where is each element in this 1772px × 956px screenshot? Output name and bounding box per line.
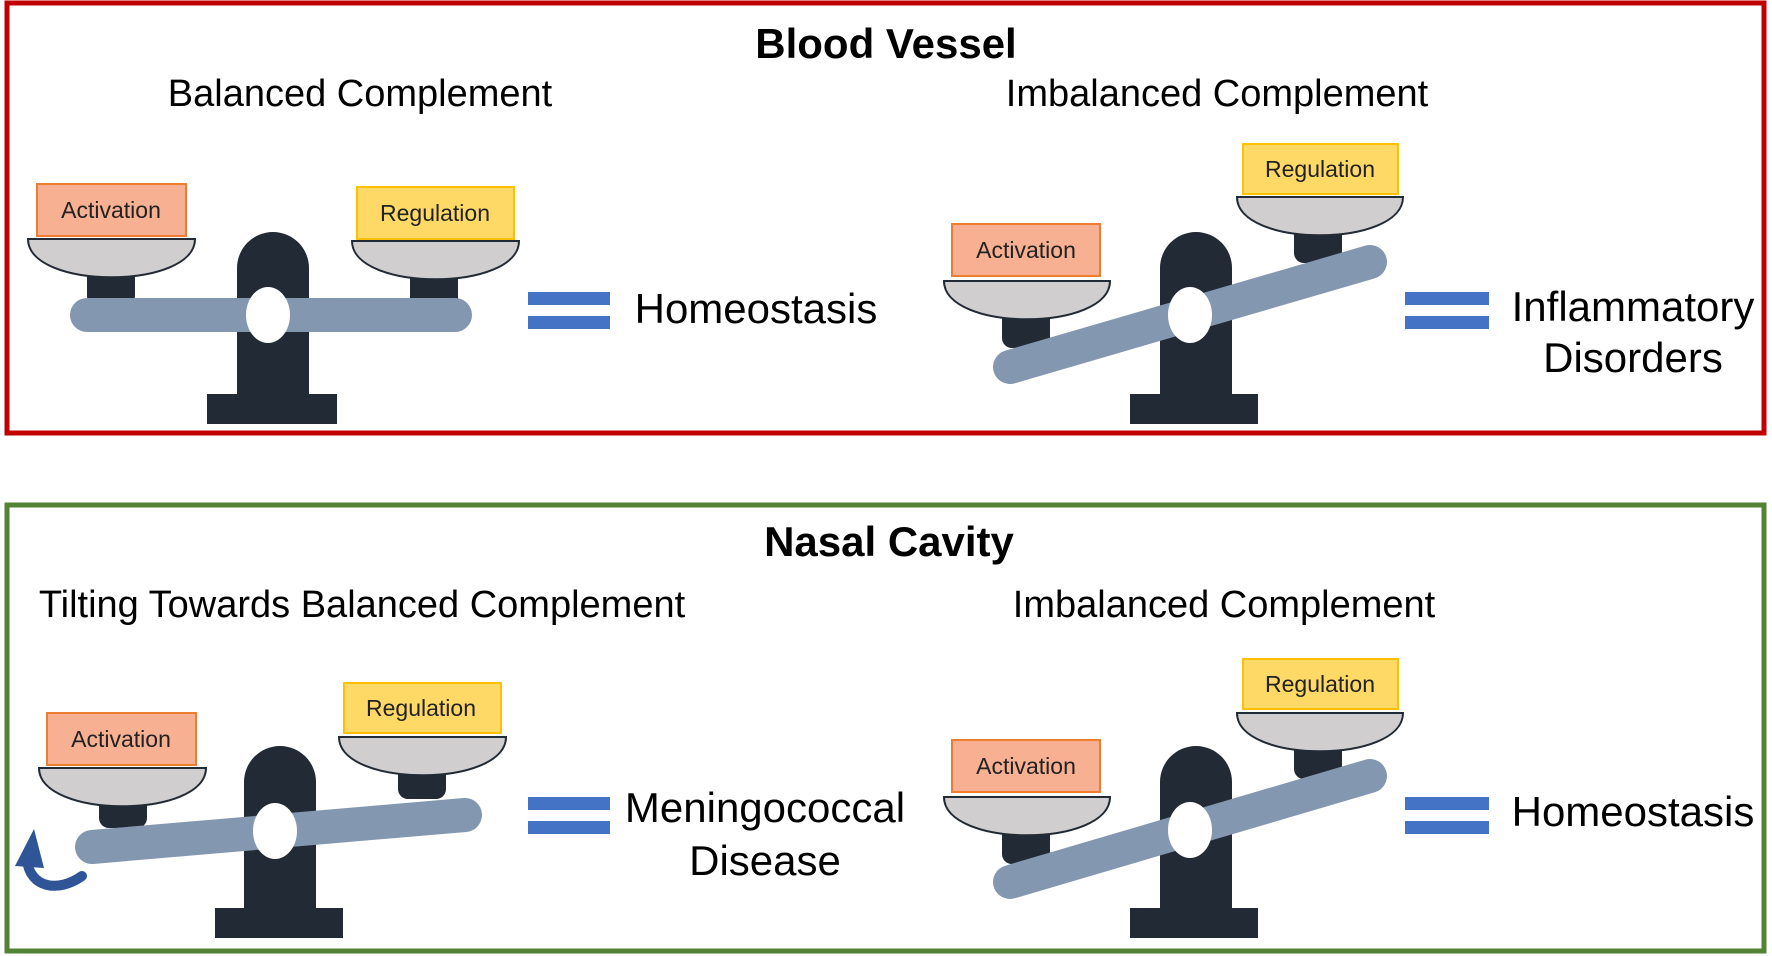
- pivot: [253, 803, 297, 859]
- equals-sign: [528, 797, 610, 834]
- panel-title-blood-vessel: Blood Vessel: [755, 20, 1016, 67]
- result-meningococcal: Meningococcal: [625, 784, 905, 831]
- panel-blood-vessel: Blood Vessel Balanced Complement Activat…: [4, 0, 1767, 436]
- panel-border-top: [4, 0, 1767, 436]
- pan-left: [942, 796, 1112, 837]
- regulation-label: Regulation: [366, 695, 476, 721]
- pivot: [246, 287, 290, 343]
- pan-right: [1235, 712, 1405, 753]
- subtitle-tilting: Tilting Towards Balanced Complement: [39, 584, 686, 626]
- pan-right: [350, 240, 521, 281]
- activation-label: Activation: [61, 197, 161, 223]
- pivot: [1168, 802, 1212, 858]
- activation-box: [951, 223, 1101, 277]
- equals-sign: [1405, 797, 1489, 834]
- subtitle-balanced: Balanced Complement: [168, 73, 553, 115]
- scale-imbalanced: Imbalanced Complement Activation Regulat…: [942, 73, 1429, 424]
- regulation-label: Regulation: [380, 200, 490, 226]
- subtitle-imbalanced-nasal: Imbalanced Complement: [1013, 584, 1436, 626]
- regulation-box: [343, 682, 502, 734]
- regulation-box: [1242, 658, 1399, 710]
- subtitle-imbalanced: Imbalanced Complement: [1006, 73, 1429, 115]
- pivot: [1168, 287, 1212, 343]
- activation-label: Activation: [71, 726, 171, 752]
- activation-box: [46, 712, 197, 766]
- curved-up-arrow-icon: [15, 829, 87, 891]
- result-homeostasis: Homeostasis: [635, 285, 878, 332]
- regulation-box: [356, 186, 515, 240]
- scale-base: [1130, 394, 1258, 424]
- panel-border-bottom: [4, 502, 1767, 954]
- scale-base: [1130, 908, 1258, 938]
- regulation-label: Regulation: [1265, 156, 1375, 182]
- scale-base: [207, 394, 337, 424]
- regulation-label: Regulation: [1265, 671, 1375, 697]
- scale-tilting: Tilting Towards Balanced Complement Acti…: [15, 584, 686, 938]
- activation-label: Activation: [976, 237, 1076, 263]
- panel-nasal-cavity: Nasal Cavity Tilting Towards Balanced Co…: [4, 502, 1767, 954]
- activation-box: [951, 739, 1101, 793]
- pan-right: [337, 736, 508, 777]
- activation-box: [36, 183, 187, 237]
- pan-right: [1235, 196, 1405, 237]
- activation-label: Activation: [976, 753, 1076, 779]
- equals-sign: [1405, 292, 1489, 329]
- panel-title-nasal-cavity: Nasal Cavity: [764, 518, 1014, 565]
- regulation-box: [1242, 143, 1399, 195]
- pan-left: [942, 280, 1112, 321]
- pan-left: [37, 767, 208, 808]
- result-disorders: Disorders: [1543, 334, 1723, 381]
- scale-base: [215, 908, 343, 938]
- result-inflammatory: Inflammatory: [1512, 283, 1755, 330]
- result-disease: Disease: [689, 837, 841, 884]
- equals-sign: [528, 292, 610, 329]
- scale-imbalanced-nasal: Imbalanced Complement Activation Regulat…: [942, 584, 1436, 938]
- result-homeostasis-nasal: Homeostasis: [1512, 788, 1755, 835]
- pan-left: [26, 238, 197, 279]
- scale-balanced: Balanced Complement Activation Regulatio…: [26, 73, 553, 424]
